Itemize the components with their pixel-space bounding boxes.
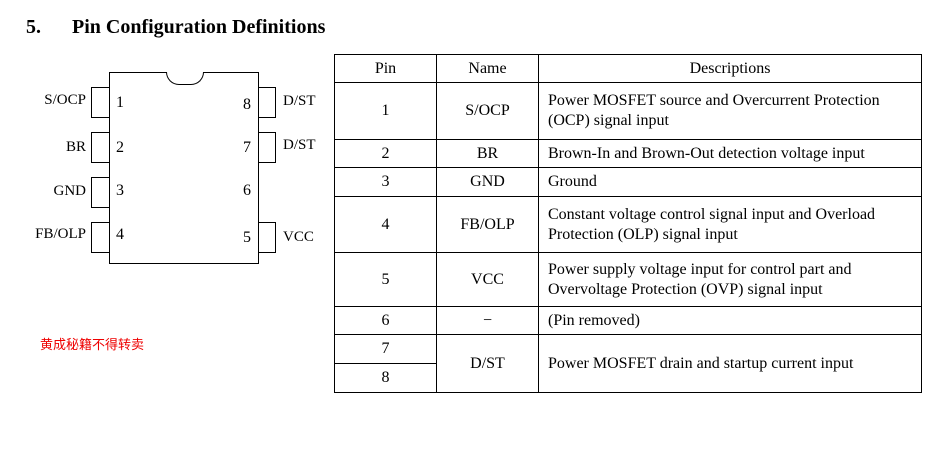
cell-name: GND — [436, 167, 539, 197]
pin-3-lead — [91, 177, 109, 208]
pin-5-lead — [258, 222, 276, 253]
pin-label: VCC — [283, 229, 314, 245]
cell-desc: Power MOSFET drain and startup current i… — [538, 334, 922, 393]
cell-pin: 1 — [334, 82, 437, 140]
pin-1-lead — [91, 87, 109, 118]
header-pin: Pin — [334, 54, 437, 83]
header-name: Name — [436, 54, 539, 83]
cell-desc: Ground — [538, 167, 922, 197]
cell-desc: Constant voltage control signal input an… — [538, 196, 922, 253]
pin-4-lead — [91, 222, 109, 253]
cell-name: VCC — [436, 252, 539, 307]
cell-pin: 3 — [334, 167, 437, 197]
section-number: 5. — [26, 16, 41, 38]
header-descriptions: Descriptions — [538, 54, 922, 83]
table-row: 6−(Pin removed) — [334, 306, 922, 335]
section-title: 5. Pin Configuration Definitions — [26, 16, 325, 39]
pin-label: BR — [65, 139, 86, 155]
chip-body — [109, 72, 259, 264]
cell-desc: Brown-In and Brown-Out detection voltage… — [538, 139, 922, 168]
pin-label: D/ST — [283, 137, 316, 153]
pin-number: 2 — [116, 139, 124, 156]
pin-8-lead — [258, 87, 276, 118]
pin-number: 4 — [116, 226, 124, 243]
pin-number: 6 — [243, 182, 251, 199]
pin-number: 1 — [116, 94, 124, 111]
cell-name: − — [436, 306, 539, 335]
watermark: 黄成秘籍不得转卖 — [40, 338, 145, 353]
pin-2-lead — [91, 132, 109, 163]
pin-label: FB/OLP — [35, 226, 86, 242]
cell-pin: 2 — [334, 139, 437, 168]
pin-number: 5 — [243, 229, 251, 246]
cell-name: S/OCP — [436, 82, 539, 140]
table-row: 8 — [334, 363, 922, 393]
cell-name: BR — [436, 139, 539, 168]
pin-number: 7 — [243, 139, 251, 156]
cell-desc: (Pin removed) — [538, 306, 922, 335]
cell-desc: Power supply voltage input for control p… — [538, 252, 922, 307]
pin-label: GND — [53, 183, 87, 199]
cell-name: FB/OLP — [436, 196, 539, 253]
cell-pin: 6 — [334, 306, 437, 335]
pin-7-lead — [258, 132, 276, 163]
pin-number: 8 — [243, 96, 251, 113]
pin-label: S/OCP — [44, 92, 86, 108]
cell-pin: 7 — [334, 334, 437, 364]
cell-desc: Power MOSFET source and Overcurrent Prot… — [538, 82, 922, 140]
table-header: Pin Name Descriptions — [334, 54, 922, 83]
cell-pin: 4 — [334, 196, 437, 253]
cell-pin: 8 — [334, 363, 437, 393]
pin-label: D/ST — [283, 93, 316, 109]
pin-number: 3 — [116, 182, 124, 199]
cell-name: D/ST — [436, 334, 539, 393]
cell-pin: 5 — [334, 252, 437, 307]
section-heading: Pin Configuration Definitions — [72, 16, 326, 38]
